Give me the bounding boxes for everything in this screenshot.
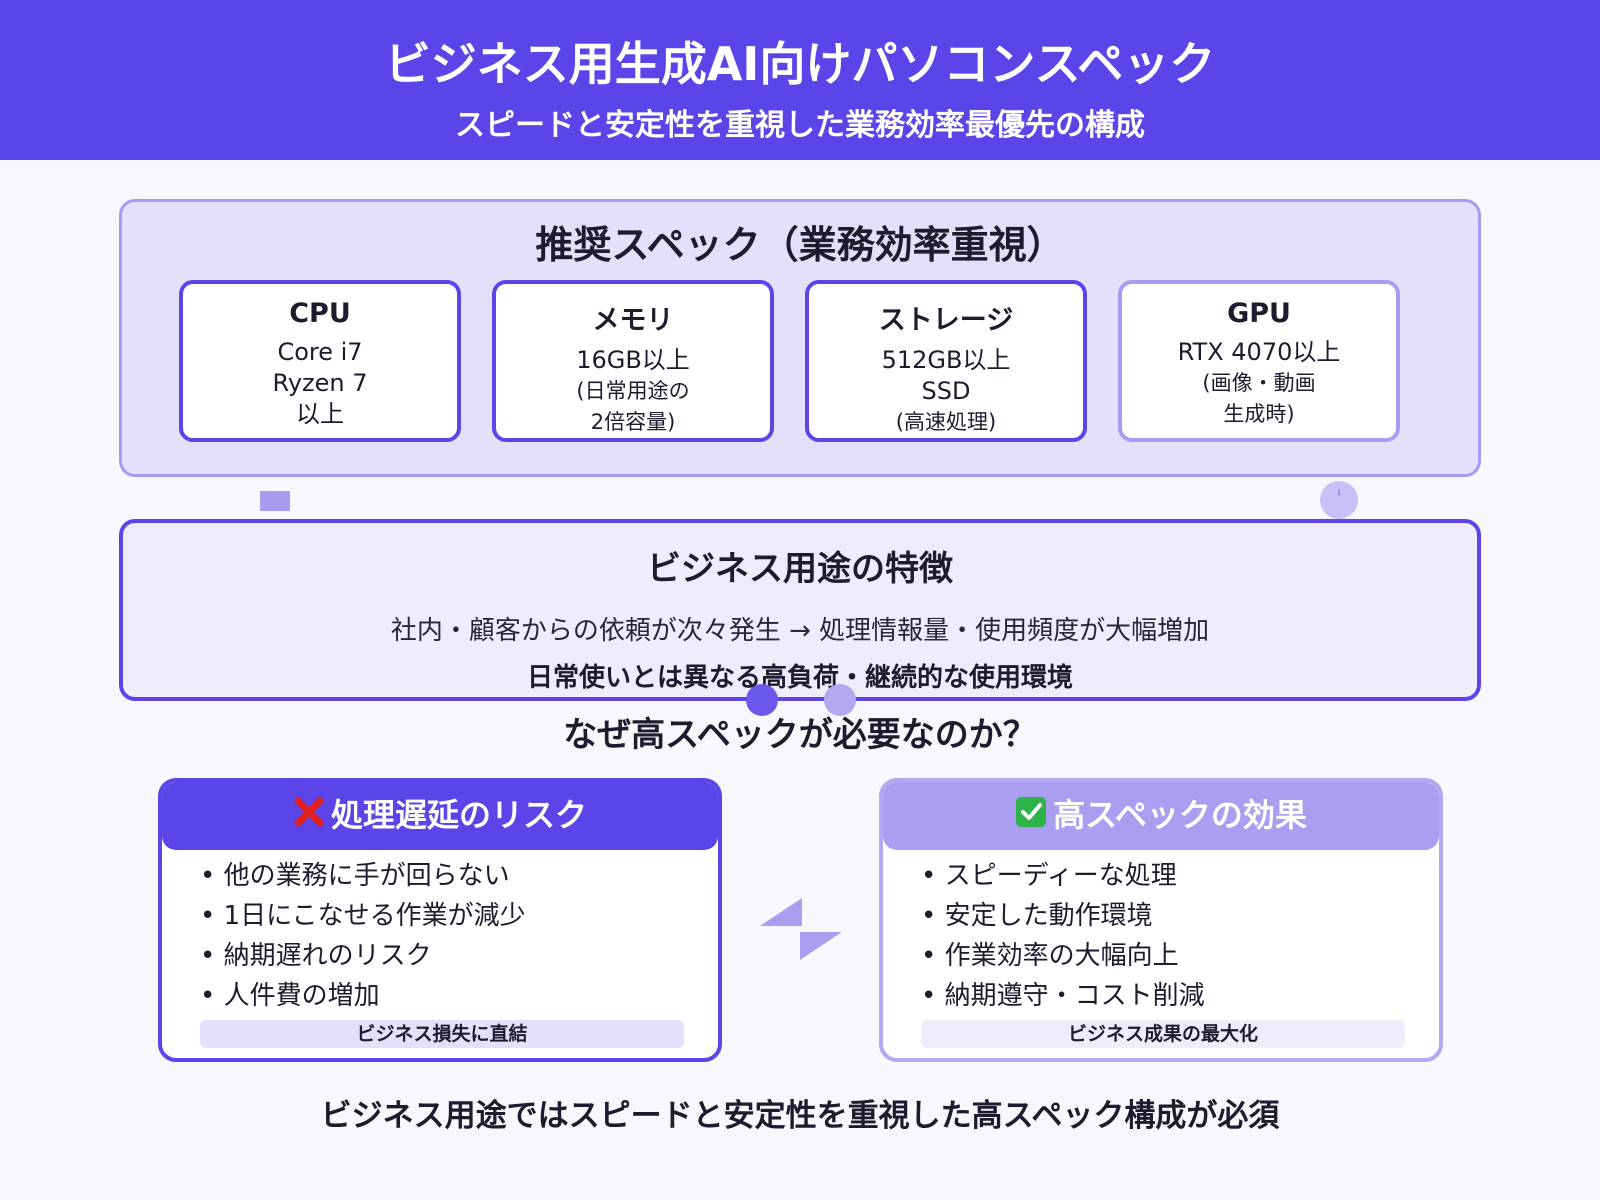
conclusion-text: ビジネス用途ではスピードと安定性を重視した高スペック構成が必須 (320, 1098, 1280, 1134)
spec-line: 16GB以上 (576, 346, 690, 374)
list-item: 納期遵守・コスト削減 (921, 976, 1439, 1016)
risk-list: 他の業務に手が回らない 1日にこなせる作業が減少 納期遅れのリスク 人件費の増加 (162, 856, 718, 1016)
risk-card-title: 処理遅延のリスク (330, 796, 587, 834)
risk-card-footer: ビジネス損失に直結 (200, 1020, 684, 1048)
header-banner: ビジネス用生成AI向けパソコンスペック スピードと安定性を重視した業務効率最優先… (0, 0, 1600, 160)
list-item: 安定した動作環境 (921, 896, 1439, 936)
spec-card-storage: ストレージ 512GB以上 SSD (高速処理) (805, 280, 1087, 442)
page-subtitle: スピードと安定性を重視した業務効率最優先の構成 (455, 108, 1145, 143)
list-item: 納期遅れのリスク (200, 936, 718, 976)
features-description: 社内・顧客からの依頼が次々発生 → 処理情報量・使用頻度が大幅増加 (390, 616, 1210, 646)
spec-line: 2倍容量) (590, 410, 676, 434)
why-title: なぜ高スペックが必要なのか？ (563, 715, 1037, 755)
recommended-spec-panel: 推奨スペック（業務効率重視） CPU Core i7 Ryzen 7 以上 メモ… (119, 199, 1481, 477)
effect-card-footer: ビジネス成果の最大化 (921, 1020, 1405, 1048)
spec-line: 512GB以上 (881, 346, 1011, 374)
spec-line: 以上 (296, 400, 344, 428)
spec-card-gpu: GPU RTX 4070以上 (画像・動画 生成時) (1118, 280, 1400, 442)
spec-line: SSD (921, 377, 971, 405)
list-item: スピーディーな処理 (921, 856, 1439, 896)
list-item: 1日にこなせる作業が減少 (200, 896, 718, 936)
connector-dot (746, 684, 778, 716)
list-item: 他の業務に手が回らない (200, 856, 718, 896)
connector-dot (824, 684, 856, 716)
check-mark-icon (1015, 784, 1047, 850)
spec-line: RTX 4070以上 (1177, 338, 1341, 366)
spec-line: (日常用途の (576, 379, 690, 403)
business-features-panel: ビジネス用途の特徴 社内・顧客からの依頼が次々発生 → 処理情報量・使用頻度が大… (119, 519, 1481, 701)
spec-card-memory: メモリ 16GB以上 (日常用途の 2倍容量) (492, 280, 774, 442)
page-title: ビジネス用生成AI向けパソコンスペック (384, 37, 1216, 91)
spec-line: (高速処理) (895, 410, 997, 434)
list-item: 人件費の増加 (200, 976, 718, 1016)
effect-card-header: 高スペックの効果 (883, 782, 1439, 850)
spec-line: Ryzen 7 (272, 369, 368, 397)
spec-name: GPU (1227, 298, 1291, 329)
spec-line: (画像・動画 (1202, 371, 1316, 395)
effect-card: 高スペックの効果 スピーディーな処理 安定した動作環境 作業効率の大幅向上 納期… (879, 778, 1443, 1062)
features-emphasis: 日常使いとは異なる高負荷・継続的な使用環境 (526, 663, 1073, 693)
spec-name: ストレージ (878, 305, 1014, 336)
connector-circle: ˡ (1320, 481, 1358, 519)
recommended-spec-title: 推奨スペック（業務効率重視） (535, 223, 1065, 267)
spec-line: 生成時) (1223, 402, 1295, 426)
risk-card-header: 処理遅延のリスク (162, 782, 718, 850)
list-item: 作業効率の大幅向上 (921, 936, 1439, 976)
cross-mark-icon (293, 784, 325, 850)
spec-line: Core i7 (277, 338, 363, 366)
effect-card-title: 高スペックの効果 (1053, 796, 1307, 834)
bolt-icon (760, 898, 842, 964)
effect-list: スピーディーな処理 安定した動作環境 作業効率の大幅向上 納期遵守・コスト削減 (883, 856, 1439, 1016)
features-title: ビジネス用途の特徴 (647, 549, 953, 589)
spec-name: メモリ (592, 305, 674, 336)
risk-card: 処理遅延のリスク 他の業務に手が回らない 1日にこなせる作業が減少 納期遅れのリ… (158, 778, 722, 1062)
connector-square (260, 491, 290, 511)
spec-name: CPU (289, 298, 351, 329)
spec-card-cpu: CPU Core i7 Ryzen 7 以上 (179, 280, 461, 442)
